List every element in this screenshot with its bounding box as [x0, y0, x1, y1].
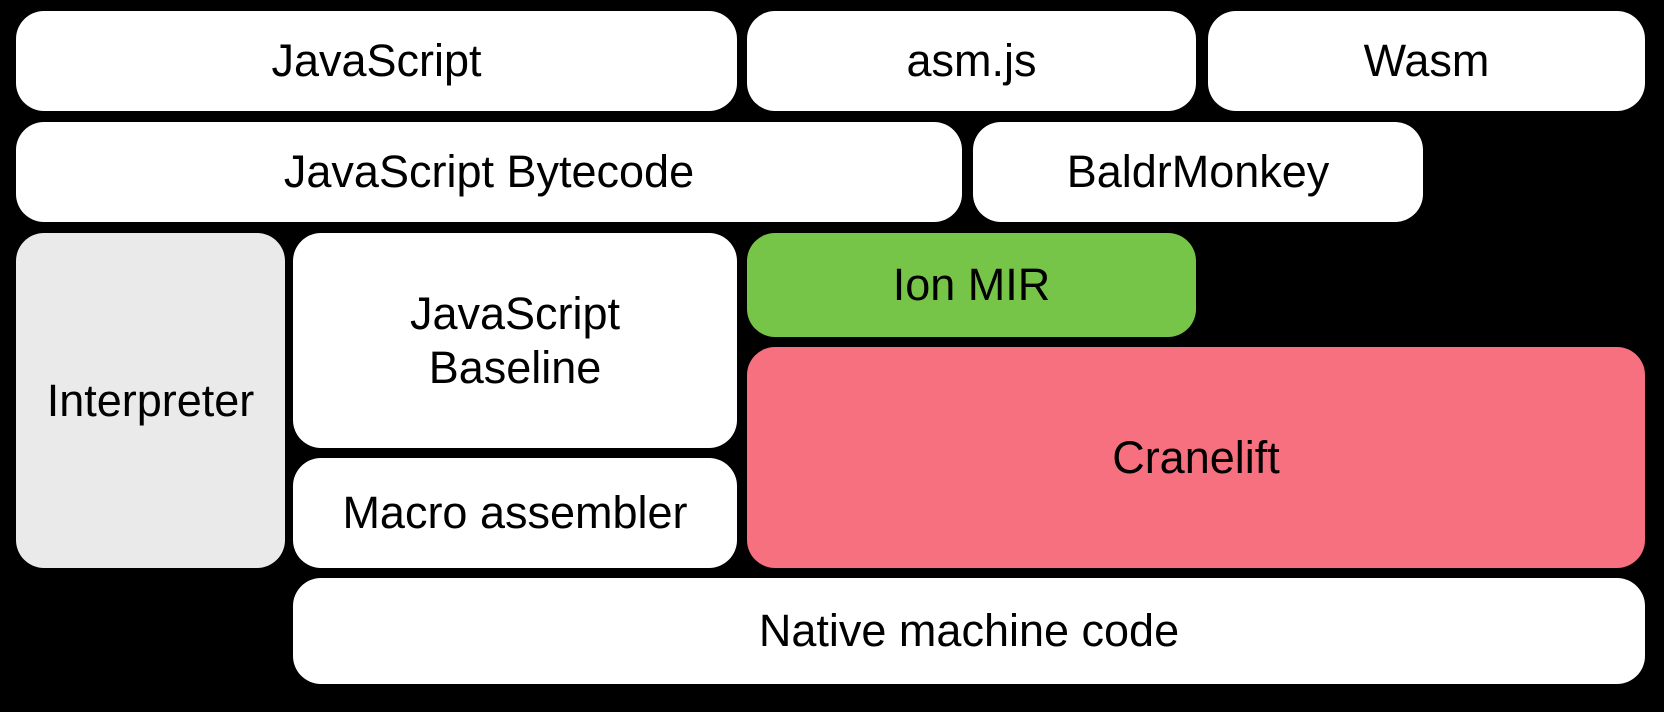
node-javascript-baseline-label-line1: JavaScript: [409, 287, 621, 339]
node-macro-assembler: Macro assembler: [293, 458, 737, 568]
node-cranelift: Cranelift: [747, 347, 1645, 568]
node-javascript: JavaScript: [16, 11, 737, 111]
node-wasm-label: Wasm: [1363, 35, 1490, 86]
node-wasm: Wasm: [1208, 11, 1645, 111]
node-ion-mir-label: Ion MIR: [892, 259, 1051, 310]
node-javascript-baseline-label-line2: Baseline: [428, 341, 602, 393]
node-baldrmonkey-label: BaldrMonkey: [1066, 146, 1330, 197]
node-asmjs-label: asm.js: [906, 35, 1037, 86]
node-asmjs: asm.js: [747, 11, 1196, 111]
node-javascript-label: JavaScript: [271, 35, 482, 86]
node-javascript-baseline: JavaScript Baseline: [293, 233, 737, 448]
node-ion-mir: Ion MIR: [747, 233, 1196, 337]
node-native-machine-code-label: Native machine code: [758, 605, 1180, 656]
node-macro-assembler-label: Macro assembler: [342, 487, 688, 538]
node-baldrmonkey: BaldrMonkey: [973, 122, 1423, 222]
node-javascript-bytecode: JavaScript Bytecode: [16, 122, 962, 222]
node-interpreter-label: Interpreter: [46, 374, 255, 426]
node-interpreter: Interpreter: [16, 233, 285, 568]
node-native-machine-code: Native machine code: [293, 578, 1645, 684]
node-javascript-bytecode-label: JavaScript Bytecode: [283, 146, 695, 197]
node-cranelift-label: Cranelift: [1112, 431, 1280, 483]
